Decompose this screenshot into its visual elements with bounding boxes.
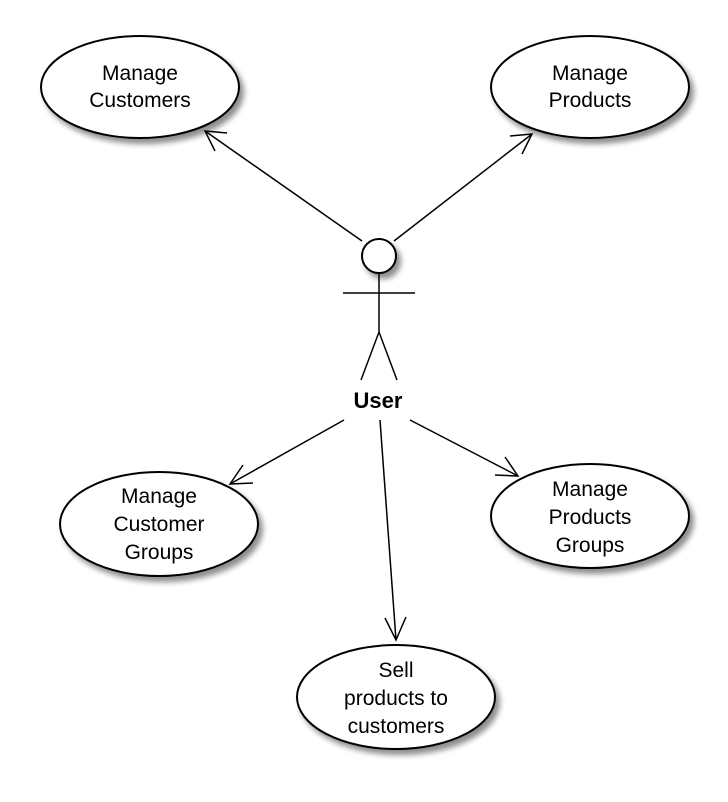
use-case-manage-products-groups[interactable]: Manage Products Groups <box>490 463 690 569</box>
use-case-label-line: Groups <box>125 541 194 564</box>
use-case-label-line: Groups <box>556 534 625 557</box>
association-manage-customer-groups <box>228 419 345 485</box>
use-case-label-line: products to <box>344 687 448 710</box>
use-case-manage-customers[interactable]: Manage Customers <box>40 35 240 139</box>
use-case-label-line: Customers <box>89 89 191 112</box>
actor-label: User <box>354 388 403 413</box>
association-manage-products-groups <box>409 419 520 477</box>
use-case-label-line: Products <box>549 506 632 529</box>
associations <box>203 130 534 642</box>
use-case-label-line: Manage <box>552 62 628 85</box>
association-sell-products <box>379 419 407 642</box>
use-case-label-line: Products <box>549 89 632 112</box>
use-case-label-line: Manage <box>102 62 178 85</box>
actor-right-leg <box>378 331 398 381</box>
use-case-label-line: Customer <box>113 513 204 536</box>
use-case-label-line: Sell <box>378 659 413 682</box>
association-manage-products <box>393 133 534 242</box>
actor-head-icon <box>361 238 397 274</box>
use-case-manage-products[interactable]: Manage Products <box>490 35 690 139</box>
actor-user[interactable]: User <box>343 238 415 413</box>
association-manage-customers <box>203 130 363 242</box>
use-case-label-line: Manage <box>121 485 197 508</box>
use-case-sell-products[interactable]: Sell products to customers <box>296 644 496 750</box>
use-case-label-line: Manage <box>552 478 628 501</box>
use-case-manage-customer-groups[interactable]: Manage Customer Groups <box>59 471 259 577</box>
actor-left-leg <box>360 331 380 381</box>
use-case-label-line: customers <box>348 715 445 738</box>
